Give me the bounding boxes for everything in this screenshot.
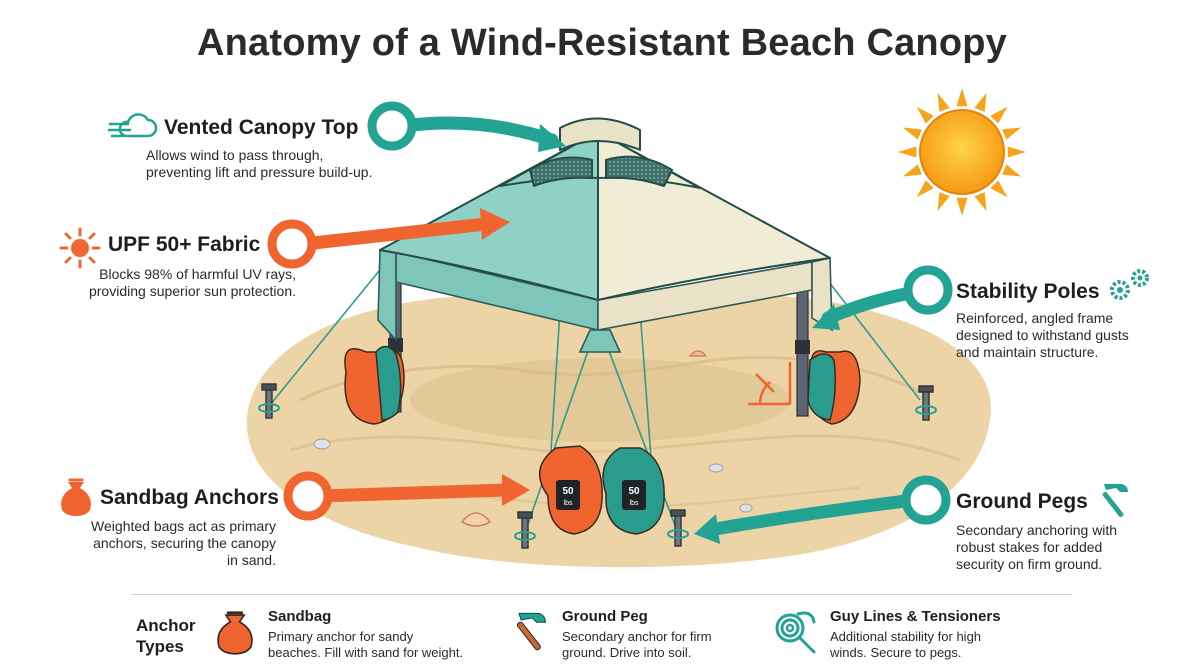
bag-label-orange: 50 lbs [556,480,580,510]
sun-ray [902,164,922,177]
legend-item-title: Ground Peg [562,608,648,625]
sun-illustration [898,88,1026,216]
callout-sandbag-desc: Weighted bags act as primary anchors, se… [91,518,276,568]
legend-item-desc: Additional stability for high winds. Sec… [830,629,982,660]
corner-sandbags [344,345,861,425]
sun-ray [990,106,1008,124]
sun-ray [1002,127,1022,140]
sun-ray [1007,146,1026,158]
angle-indicator [748,362,792,406]
callout-upf-desc: Blocks 98% of harmful UV rays, providing… [88,266,296,299]
callout-pegs-desc: Secondary anchoring with robust stakes f… [956,522,1118,572]
legend-item-desc: Secondary anchor for firm ground. Drive … [562,629,712,660]
sun-ray [974,92,987,112]
wind-cloud-icon [108,113,158,138]
peg-tension-coils [258,403,937,541]
sun-ray [902,127,922,140]
sandbag-icon [217,611,253,655]
sun-ray [916,106,934,124]
rope-icon [775,611,816,654]
sun-ray [1002,164,1022,177]
bag-weight: 50 [562,486,574,497]
legend-divider [132,594,1072,595]
sun-ray [937,92,950,112]
arrow-sandbag [283,471,530,521]
callout-poles-desc: Reinforced, angled frame designed to wit… [956,310,1129,360]
page-title: Anatomy of a Wind-Resistant Beach Canopy [197,22,1007,64]
sun-ray [956,88,968,107]
hammer-icon [516,612,546,651]
sandbag-icon [61,478,91,516]
canopy-roof [379,117,831,301]
bag-unit: lbs [630,500,639,507]
sun-ray [956,197,968,216]
arrow-vented [367,101,566,152]
callout-vented-desc: Allows wind to pass through, preventing … [146,147,373,180]
sun-ray [916,180,934,198]
legend-item-title: Guy Lines & Tensioners [830,608,1001,625]
sun-icon [59,227,101,269]
bag-weight: 50 [628,486,640,497]
arrow-poles [812,265,953,330]
callout-poles-title: Stability Poles [956,280,1100,303]
callout-pegs-title: Ground Pegs [956,490,1088,513]
bag-label-teal: 50 lbs [622,480,646,510]
arrow-pegs [694,475,951,544]
callout-vented-title: Vented Canopy Top [164,116,359,139]
bag-unit: lbs [564,500,573,507]
gears-icon [1110,269,1149,300]
sun-ray [990,180,1008,198]
legend-label: Anchor Types [136,616,196,656]
sun-ray [937,192,950,212]
callout-upf-title: UPF 50+ Fabric [108,233,261,256]
canopy-skirt [377,249,833,353]
legend-item-title: Sandbag [268,608,332,625]
sun-ray [974,192,987,212]
hammer-icon [1102,484,1128,518]
callout-sandbag-title: Sandbag Anchors [100,486,279,509]
arrow-upf [267,208,510,269]
sun-ray [898,146,917,158]
legend-item-desc: Primary anchor for sandy beaches. Fill w… [268,629,464,660]
